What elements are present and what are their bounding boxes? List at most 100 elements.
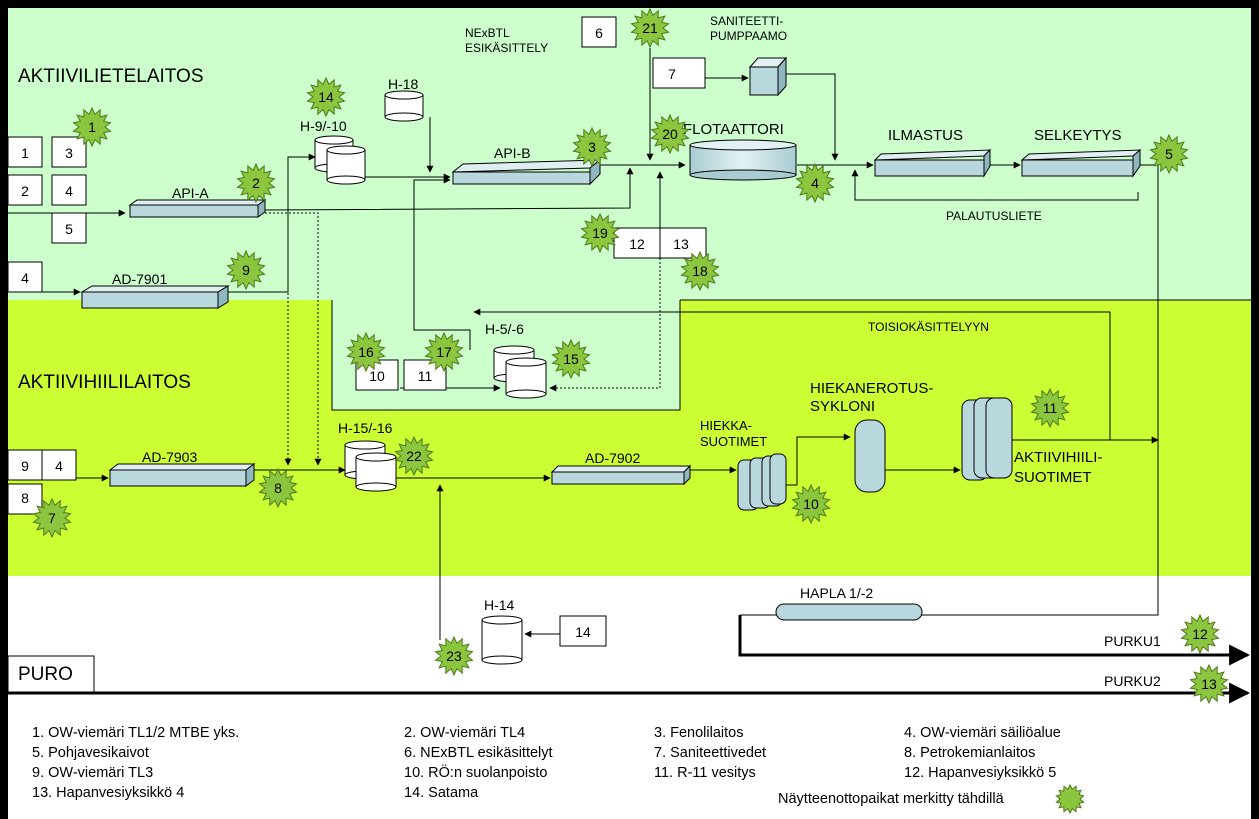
sampling-star-label: 18 [692,263,708,279]
hapla-tank [775,603,923,621]
dotted-lines [265,212,661,466]
label-h14: H-14 [484,597,515,613]
legend-item: 1. OW-viemäri TL1/2 MTBE yks. [32,725,240,741]
label-h910: H-9/-10 [300,118,347,134]
sampling-star-label: 3 [588,139,596,155]
label-saniteetti-2: PUMPPAAMO [710,29,787,43]
sampling-star-4: 4 [795,162,835,204]
sampling-star-1: 1 [72,106,112,148]
label-aktiivihiili-1: AKTIIVIHIILI- [1014,449,1102,466]
label-palautusliete: PALAUTUSLIETE [946,209,1042,223]
sampling-star-label: 11 [1043,400,1058,416]
sampling-star-13: 13 [1189,663,1229,705]
sampling-star-12: 12 [1180,613,1220,655]
legend-item: 14. Satama [404,785,479,801]
zone-title-top: AKTIIVILIETELAITOS [18,66,204,87]
sampling-star-2: 2 [236,162,276,204]
sampling-star-9: 9 [226,249,266,291]
label-ad7903: AD-7903 [142,449,197,465]
sampling-star-label: 20 [662,126,678,142]
label-hiekanerotus-1: HIEKANEROTUS- [810,380,933,397]
label-hiekka-2: SUOTIMET [700,434,767,449]
ilmastus-tank [873,148,992,178]
legend-item: 12. Hapanvesiyksikkö 5 [904,765,1057,781]
label-h56: H-5/-6 [485,321,524,337]
zone-title-bottom: PURO [18,664,73,685]
label-ad7901: AD-7901 [112,271,167,287]
label-saniteetti-1: SANITEETTI- [710,14,783,28]
label-hiekanerotus-2: SYKLONI [810,398,875,415]
sampling-star-label: 2 [252,175,260,191]
api-b-separator [451,158,602,186]
selkeytys-tank [1020,148,1142,178]
label-api-a: API-A [172,185,209,201]
sampling-star-21: 21 [630,7,670,49]
sampling-star-label: 1 [88,119,96,135]
zone-aktiivihiililaitos [8,300,1251,576]
ad7901-separator [80,285,230,309]
sampling-star-label: 9 [242,262,250,278]
aktiivihiili-suotimet [961,397,1013,481]
zone-title-middle: AKTIIVIHIILILAITOS [18,372,191,393]
sampling-star-label: 19 [592,225,608,241]
h18-tank [384,90,424,122]
sampling-star-23: 23 [434,635,474,677]
label-toisiokasittely: TOISIOKÄSITTELYYN [868,320,989,334]
sampling-star-3: 3 [572,126,612,168]
sampling-star-label: 13 [1201,676,1217,692]
inflow-labels: 1 3 2 4 5 4 6 7 12 13 10 11 9 4 8 14 [21,25,689,640]
sampling-star-14: 14 [306,76,346,118]
discharge-lines [8,615,1251,704]
sampling-star-10: 10 [791,483,831,525]
label-h18: H-18 [388,76,419,92]
ad7902-separator [550,464,692,486]
box-10: 10 [369,368,385,384]
sampling-star-8: 8 [258,467,298,509]
sampling-star-22: 22 [394,435,434,477]
sampling-star-16: 16 [346,331,386,373]
label-flotaattori: FLOTAATTORI [683,121,784,138]
sampling-star-label: 16 [358,344,374,360]
legend-item: 7. Saniteettivedet [654,745,767,761]
h56-tank-b [505,357,547,399]
sampling-star-label: 8 [274,480,282,496]
sampling-star-label: 4 [811,175,819,191]
label-aktiivihiili-2: SUOTIMET [1014,469,1092,486]
sampling-star-11: 11 [1030,387,1070,429]
h910-tank-b [326,145,366,185]
box-4c: 4 [55,458,63,474]
zone-border [331,300,681,411]
legend-item: 5. Pohjavesikaivot [32,745,149,761]
sampling-star-7: 7 [32,497,72,539]
sampling-star-label: 23 [446,648,462,664]
sampling-star-label: 15 [563,351,579,367]
legend-item: 2. OW-viemäri TL4 [404,725,526,741]
legend-note: Näytteenottopaikat merkitty tähdillä [778,791,1004,807]
flotaattori-tank [689,139,797,181]
sampling-star-label: 17 [436,344,452,360]
legend-item: 10. RÖ:n suolanpoisto [404,765,548,781]
sampling-star-18: 18 [680,250,720,292]
label-purku2: PURKU2 [1104,673,1161,689]
box-14: 14 [575,624,591,640]
box-1: 1 [21,145,29,161]
unit-labels: API-A API-B AD-7901 AD-7903 AD-7902 H-18… [112,14,1161,689]
inflow-boxes [7,16,707,647]
ad7903-separator [108,463,256,487]
hiekanerotus-sykloni [854,419,886,493]
box-7: 7 [668,66,676,82]
box-5: 5 [65,221,73,237]
label-h1516: H-15/-16 [338,420,393,436]
box-13: 13 [673,236,689,252]
box-4a: 4 [65,183,73,199]
label-nexbtl-2: ESIKÄSITTELY [465,41,548,55]
sampling-star-label: 22 [406,448,422,464]
sampling-star-label: 12 [1192,626,1208,642]
label-hiekka-1: HIEKKA- [700,418,752,433]
zone-puro [8,576,1251,705]
sampling-star-label: 14 [318,89,334,105]
legend-item: 6. NExBTL esikäsittelyt [404,745,553,761]
filters [737,397,1013,511]
sampling-star-19: 19 [580,212,620,254]
